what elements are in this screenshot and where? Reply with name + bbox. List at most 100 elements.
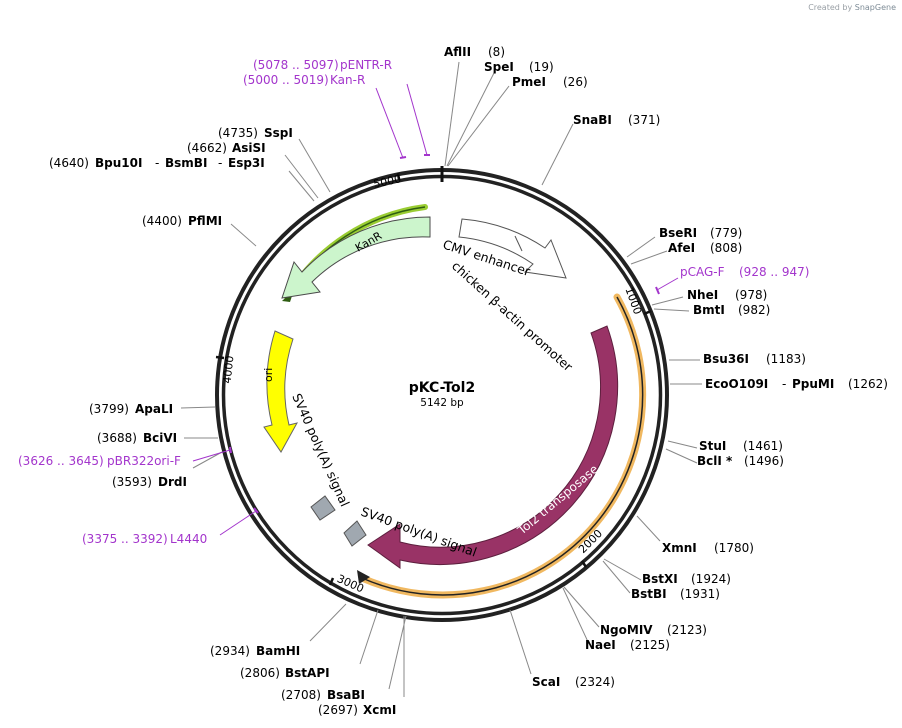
primer-kan-r[interactable]: Kan-R [330,73,365,87]
kanr-feature[interactable] [281,216,431,299]
enzyme-ppumi[interactable]: PpuMI [792,377,834,391]
primer-pcag-f-range: (928 .. 947) [739,265,809,279]
primer-l4440-range: (3375 .. 3392) [82,532,168,546]
enzyme-pmei-pos: (26) [563,75,588,89]
primer-pcag-f[interactable]: pCAG-F [680,265,725,279]
enzyme-spei-pos: (19) [529,60,554,74]
enzyme-spei[interactable]: SpeI [484,60,514,74]
plasmid-name: pKC-Tol2 [409,380,475,396]
enzyme-bcli-pos: (1496) [744,454,784,468]
enzyme-bseri-pos: (779) [710,226,742,240]
enzyme-bcivi[interactable]: BciVI [143,431,177,445]
enzyme-snabi[interactable]: SnaBI [573,113,612,127]
enzyme-pmei[interactable]: PmeI [512,75,546,89]
primer-pentr-r[interactable]: pENTR-R [340,58,392,72]
primer-mark-l4440 [253,507,259,514]
primer-pentr-r-range: (5078 .. 5097) [253,58,339,72]
enzyme-bsu36i[interactable]: Bsu36I [703,352,749,366]
promoter-divider [514,235,523,252]
enzyme-aflii[interactable]: AflII [444,45,471,59]
sv40-polya-box-1[interactable] [310,495,336,521]
enzyme-bmti-pos: (982) [738,303,770,317]
primer-labels: (5078 .. 5097) pENTR-R (5000 .. 5019) Ka… [18,58,809,546]
enzyme-asisi-pos: (4662) [187,141,227,155]
primer-kan-r-range: (5000 .. 5019) [243,73,329,87]
tick-4000 [215,355,225,360]
enzyme-apali[interactable]: ApaLI [135,402,173,416]
enzyme-bsmbi-dash: - [218,156,222,170]
enzyme-sspi[interactable]: SspI [264,126,293,140]
enzyme-snabi-pos: (371) [628,113,660,127]
enzyme-leaders [180,61,702,697]
enzyme-xcmi-pos: (2697) [318,703,358,717]
enzyme-bstbi-pos: (1931) [680,587,720,601]
enzyme-scai[interactable]: ScaI [532,675,560,689]
primer-l4440[interactable]: L4440 [170,532,207,546]
enzyme-pflmi-pos: (4400) [142,214,182,228]
tick-2000 [580,560,588,568]
enzyme-bstbi[interactable]: BstBI [631,587,667,601]
enzyme-labels: AflII (8) SpeI (19) PmeI (26) SnaBI (371… [49,45,888,717]
primer-pbr322ori-f[interactable]: pBR322ori-F [107,454,181,468]
primer-mark-pbr322ori-f [229,446,232,454]
enzyme-bpu10i-pos: (4640) [49,156,89,170]
enzyme-apali-pos: (3799) [89,402,129,416]
enzyme-ngomiv-pos: (2123) [667,623,707,637]
primer-pbr322ori-f-range: (3626 .. 3645) [18,454,104,468]
enzyme-bamhi-pos: (2934) [210,644,250,658]
enzyme-afei[interactable]: AfeI [668,241,695,255]
cmv-enhancer-feature[interactable] [458,218,567,279]
tick-label-5000: 5000 [372,172,402,191]
credit-prefix: Created by [808,3,853,12]
enzyme-bsabi[interactable]: BsaBI [327,688,365,702]
enzyme-bpu10i-dash: - [155,156,159,170]
tick-3000 [328,577,335,586]
ori-feature[interactable] [263,330,298,453]
primer-leaders [192,83,679,536]
snapgene-credit: Created by SnapGene [808,3,896,12]
enzyme-stui[interactable]: StuI [699,439,726,453]
tick-label-4000: 4000 [221,355,237,384]
enzyme-scai-pos: (2324) [575,675,615,689]
enzyme-bsmbi[interactable]: BsmBI [165,156,207,170]
tick-5000 [396,172,401,181]
enzyme-stui-pos: (1461) [743,439,783,453]
sv40-polya-label-1: SV40 poly(A) signal [289,391,352,509]
sv40-polya-box-2[interactable] [343,520,367,547]
enzyme-bsu36i-pos: (1183) [766,352,806,366]
enzyme-bstxi[interactable]: BstXI [642,572,678,586]
enzyme-ppumi-pos: (1262) [848,377,888,391]
enzyme-bstapi-pos: (2806) [240,666,280,680]
enzyme-bmti[interactable]: BmtI [693,303,725,317]
enzyme-drdi-pos: (3593) [112,475,152,489]
enzyme-drdi[interactable]: DrdI [158,475,187,489]
enzyme-xcmi[interactable]: XcmI [363,703,396,717]
enzyme-bcli[interactable]: BclI * [697,454,733,468]
enzyme-sspi-pos: (4735) [218,126,258,140]
enzyme-pflmi[interactable]: PflMI [188,214,222,228]
enzyme-asisi[interactable]: AsiSI [232,141,266,155]
enzyme-xmni[interactable]: XmnI [662,541,697,555]
enzyme-naei[interactable]: NaeI [585,638,616,652]
primer-mark-pcag-f [655,286,660,295]
enzyme-esp3i[interactable]: Esp3I [228,156,265,170]
tol2-transposase-feature[interactable] [367,325,619,569]
enzyme-afei-pos: (808) [710,241,742,255]
enzyme-bsabi-pos: (2708) [281,688,321,702]
plasmid-length: 5142 bp [420,397,464,409]
enzyme-bpu10i[interactable]: Bpu10I [95,156,142,170]
tick-1000 [643,309,652,316]
tol2-label: Tol2 transposase [514,462,601,538]
enzyme-eco0109i[interactable]: EcoO109I [705,377,768,391]
enzyme-eco-dash: - [782,377,786,391]
enzyme-bstapi[interactable]: BstAPI [285,666,330,680]
enzyme-bseri[interactable]: BseRI [659,226,697,240]
enzyme-ngomiv[interactable]: NgoMIV [600,623,653,637]
enzyme-nhei[interactable]: NheI [687,288,718,302]
orf-highlight-arc [357,293,647,599]
enzyme-aflii-pos: (8) [488,45,505,59]
enzyme-bstxi-pos: (1924) [691,572,731,586]
enzyme-nhei-pos: (978) [735,288,767,302]
enzyme-bamhi[interactable]: BamHI [256,644,300,658]
ori-label: ori [262,368,275,382]
